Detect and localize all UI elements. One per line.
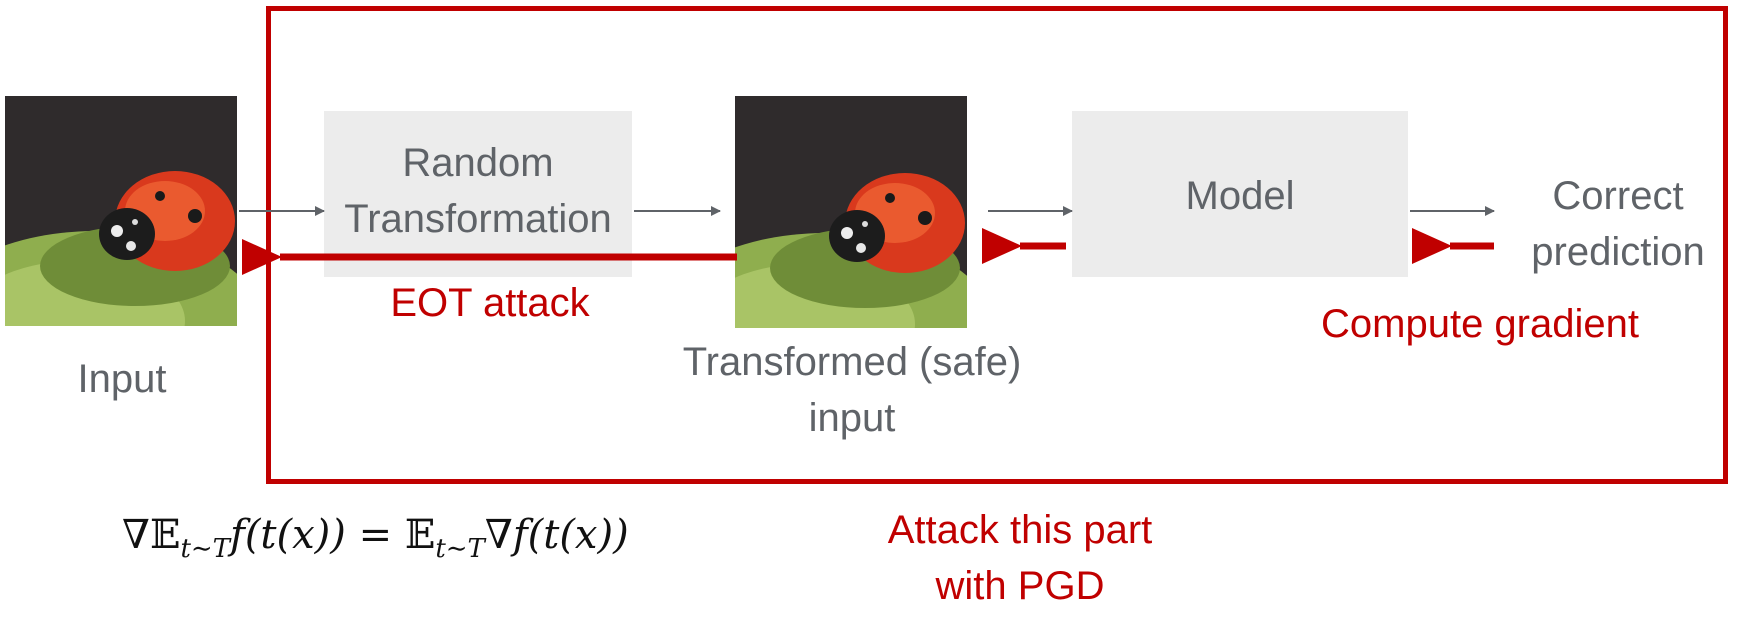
input-image (5, 96, 237, 326)
formula-rhs-subscript: t∼T (435, 534, 485, 564)
ladybug-image (5, 96, 237, 326)
attack-part-line2: with PGD (935, 564, 1105, 608)
formula-lhs-rest: f(t(x)) = (230, 512, 405, 558)
transformed-label-line2: input (808, 396, 896, 440)
model-label: Model (1185, 174, 1295, 218)
transformed-image (735, 96, 967, 328)
eot-attack-label: EOT attack (390, 281, 590, 325)
formula-lhs-subscript: t∼T (180, 534, 231, 564)
random-transformation-box (324, 111, 632, 277)
input-label: Input (77, 357, 167, 401)
correct-prediction-line2: prediction (1531, 230, 1705, 274)
formula-lhs-expectation: 𝔼 (149, 512, 181, 558)
correct-prediction-line1: Correct (1552, 174, 1684, 218)
random-transformation-line1: Random (402, 141, 554, 185)
eot-gradient-formula: ∇𝔼t∼Tf(t(x)) = 𝔼t∼T∇f(t(x)) (122, 512, 629, 564)
attack-part-line1: Attack this part (887, 508, 1153, 552)
formula-rhs-expectation: 𝔼 (404, 512, 436, 558)
formula-rhs-rest: ∇f(t(x)) (484, 512, 629, 558)
random-transformation-line2: Transformation (344, 197, 612, 241)
transformed-label-line1: Transformed (safe) (682, 340, 1022, 384)
compute-gradient-label: Compute gradient (1321, 302, 1639, 346)
random-transformation-label: Random Transformation (324, 135, 632, 247)
transformed-input-label: Transformed (safe) input (650, 334, 1054, 446)
correct-prediction-label: Correct prediction (1500, 168, 1736, 280)
formula-lhs-nabla: ∇ (122, 512, 150, 558)
attack-part-label: Attack this part with PGD (850, 502, 1190, 614)
model-box (1072, 111, 1408, 277)
ladybug-image (735, 96, 967, 328)
